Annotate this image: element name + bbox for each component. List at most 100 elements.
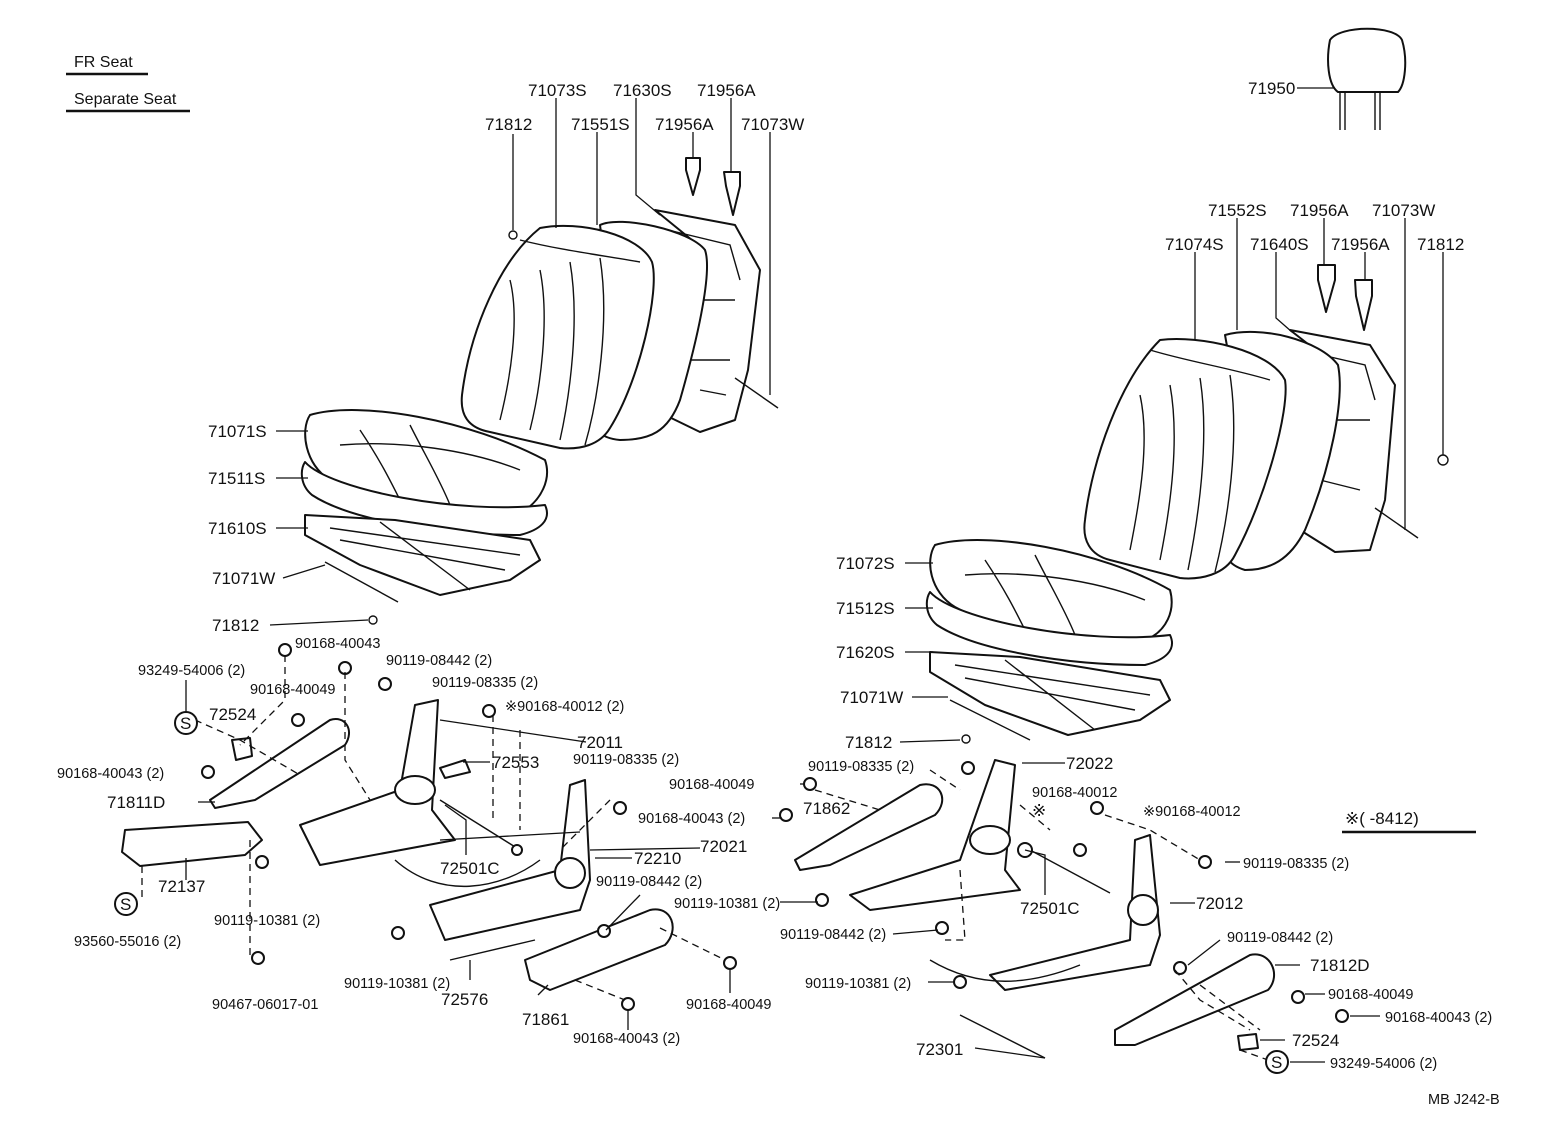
left-rail-cover (121, 821, 263, 867)
right-hinge-72022 (849, 759, 1021, 911)
label-71630S: 71630S (613, 81, 672, 100)
right-cable (929, 959, 1081, 982)
label-90119-08335-b: 90119-08335 (2) (573, 752, 679, 768)
right-cable-rod (1029, 849, 1111, 894)
label-90168-40049-c: 90168-40049 (686, 997, 771, 1013)
left-screw-d (723, 956, 737, 970)
label-71640S: 71640S (1250, 235, 1309, 254)
left-shield-inner (524, 908, 674, 991)
left-frame-springs (329, 521, 521, 591)
label-72021: 72021 (700, 837, 747, 856)
label-72553: 72553 (492, 753, 539, 772)
left-bolt-g (597, 924, 611, 938)
footer: ※( -8412) MB J242-B (1342, 809, 1500, 1108)
label-90119-08442-r1: 90119-08442 (2) (780, 927, 886, 943)
label-71956A-r2: 71956A (1331, 235, 1390, 254)
label-71861: 71861 (522, 1010, 569, 1029)
left-cable-end (511, 844, 523, 856)
label-90168-40043-c: 90168-40043 (2) (638, 811, 745, 827)
label-90168-40012-r2: ※90168-40012 (1143, 804, 1241, 820)
right-screw-e (1291, 990, 1305, 1004)
left-bracket-72524 (231, 737, 253, 761)
label-90168-40043-b: 90168-40043 (2) (57, 766, 164, 782)
label-71551S: 71551S (571, 115, 630, 134)
right-labels: 71950 71552S 71956A 71073W 71074S 71640S… (780, 79, 1492, 1072)
right-clip-mid (961, 734, 971, 744)
left-grommet-2 (723, 171, 741, 216)
right-clip-ring (1437, 454, 1449, 466)
label-90119-08335-r1: 90119-08335 (2) (808, 759, 914, 775)
right-bolt-f (953, 975, 967, 989)
right-leaders (772, 87, 1444, 1063)
label-90119-10381-r: 90119-10381 (2) (805, 976, 911, 992)
left-labels: 71073S 71630S 71956A 71812 71551S 71956A… (57, 81, 850, 1047)
header: FR Seat Separate Seat (66, 54, 190, 113)
label-72210: 72210 (634, 849, 681, 868)
s-mark-1 (174, 711, 198, 735)
right-cushion-pad (925, 591, 1173, 666)
label-72301: 72301 (916, 1040, 963, 1059)
label-90467-06017-01: 90467-06017-01 (212, 997, 318, 1013)
label-90168-40012-left: ※90168-40012 (2) (505, 699, 624, 715)
s-marks: S S S (114, 711, 1289, 1074)
right-screw-a (803, 777, 817, 791)
header-line2: Separate Seat (74, 91, 177, 108)
footer-code: MB J242-B (1428, 1092, 1500, 1108)
left-frame-detail (667, 229, 741, 396)
label-asterisk: ※ (1032, 801, 1046, 820)
right-hinge-knob (969, 825, 1011, 855)
label-90119-10381-b: 90119-10381 (2) (344, 976, 450, 992)
left-seat-back (460, 157, 779, 450)
right-cushion-seams (964, 554, 1146, 636)
label-90168-40012-r1: 90168-40012 (1032, 785, 1117, 801)
right-adjuster (779, 759, 1349, 1059)
label-93249-54006: 93249-54006 (2) (138, 663, 245, 679)
left-spring (449, 939, 536, 961)
label-93560-55016: 93560-55016 (2) (74, 934, 181, 950)
label-71073W: 71073W (741, 115, 804, 134)
right-screw-f (1335, 1009, 1349, 1023)
label-71950: 71950 (1248, 79, 1295, 98)
label-90168-40049-b: 90168-40049 (669, 777, 754, 793)
s-mark-2-label: S (120, 895, 131, 914)
left-hinge-knob (394, 775, 436, 805)
label-71812D: 71812D (1310, 956, 1370, 975)
left-clip-ring (508, 230, 518, 240)
label-71620S: 71620S (836, 643, 895, 662)
label-71552S: 71552S (1208, 201, 1267, 220)
left-leaders (185, 98, 771, 1030)
label-71812-top: 71812 (485, 115, 532, 134)
label-90168-40043-d: 90168-40043 (2) (573, 1031, 680, 1047)
left-hinge-72011 (299, 699, 456, 866)
s-mark-2 (114, 892, 138, 916)
right-cushion-wire (949, 699, 1031, 741)
left-knob-cap (439, 759, 471, 779)
left-back-pleats (499, 239, 641, 446)
s-mark-3 (1265, 1050, 1289, 1074)
left-cable (394, 859, 541, 887)
label-90119-08442-b: 90119-08442 (2) (596, 874, 702, 890)
right-screw-d (1090, 801, 1104, 815)
right-headrest (1327, 27, 1407, 130)
label-90119-08335-a: 90119-08335 (2) (432, 675, 538, 691)
left-bolt-e (391, 926, 405, 940)
left-recliner-72021 (429, 779, 591, 941)
left-bolt-d (255, 855, 269, 869)
label-90168-40049-r: 90168-40049 (1328, 987, 1413, 1003)
left-wire-rod (734, 377, 779, 409)
right-grommet-1 (1317, 264, 1336, 313)
label-71812-r-top: 71812 (1417, 235, 1464, 254)
label-71073S: 71073S (528, 81, 587, 100)
label-90119-08442-r2: 90119-08442 (2) (1227, 930, 1333, 946)
right-bolt-e (1173, 961, 1187, 975)
label-90119-08442-a: 90119-08442 (2) (386, 653, 492, 669)
label-72011: 72011 (577, 733, 623, 752)
left-screw-b (291, 713, 305, 727)
left-bolt-b (378, 677, 392, 691)
label-71071W: 71071W (212, 569, 275, 588)
label-71956A-1: 71956A (697, 81, 756, 100)
label-71512S: 71512S (836, 599, 895, 618)
label-71610S: 71610S (208, 519, 267, 538)
left-cable-rod (439, 799, 521, 851)
